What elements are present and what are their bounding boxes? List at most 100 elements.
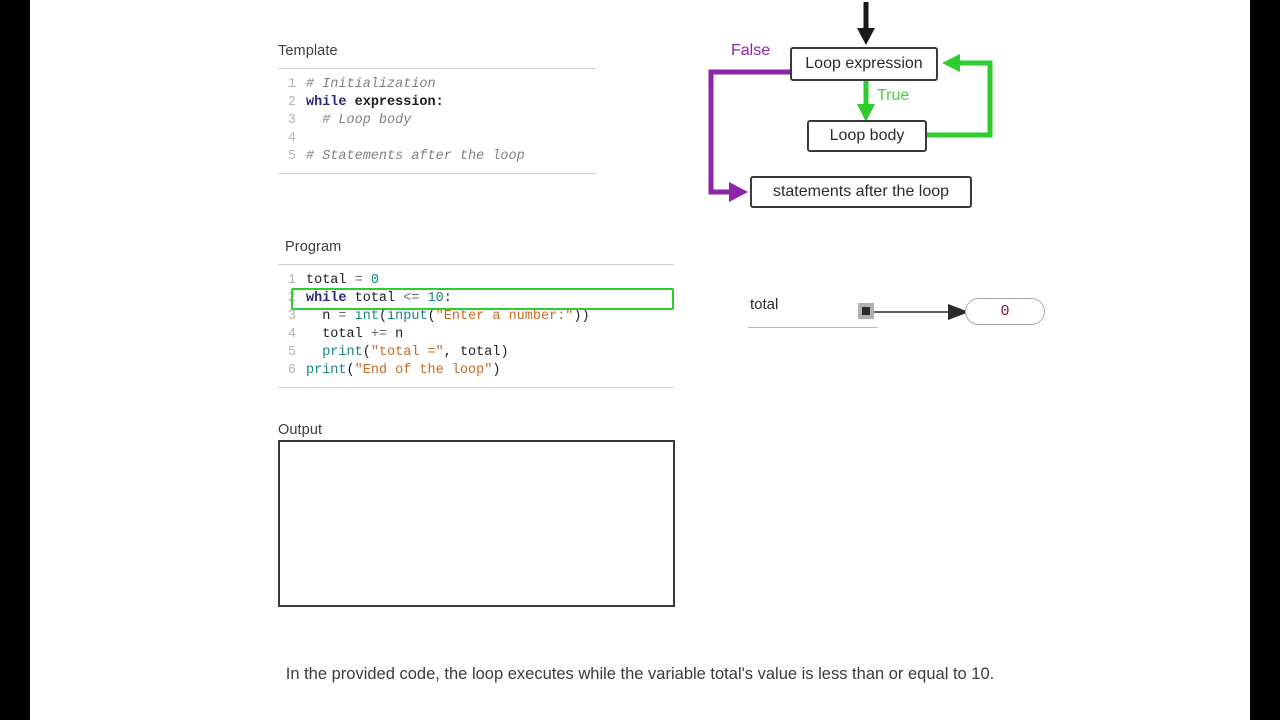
program-line[interactable]: 3 n = int(input("Enter a number:")) [278,308,674,326]
program-line-text: print("End of the loop") [296,362,500,380]
code-token: += [370,327,388,342]
code-token: ( [427,309,436,324]
program-rule-bottom [278,387,674,388]
code-token: : [435,95,444,110]
code-token: n [387,327,404,342]
flowchart-connectors [708,2,993,202]
code-token: total [354,291,396,306]
code-token: int [354,309,379,324]
code-token: while [306,95,347,110]
program-line-number: 1 [287,273,296,288]
template-line-number: 2 [287,95,296,110]
code-token: )) [573,309,590,324]
slide-caption: In the provided code, the loop executes … [285,665,995,683]
true-path-arrow [857,80,875,122]
code-token: print [306,363,347,378]
code-token: ) [492,363,501,378]
code-token: = [354,273,363,288]
template-line-text: while expression: [296,94,444,112]
code-token [419,291,427,306]
program-line-number: 5 [287,345,296,360]
letterbox-right [1250,0,1280,720]
template-line[interactable]: 4 [278,130,596,148]
code-token: , total) [443,345,509,360]
code-token: n [306,309,339,324]
code-token: expression [354,95,436,110]
code-token [306,345,322,360]
loop-back-path-arrow [927,54,993,138]
code-token: "End of the loop" [354,363,493,378]
variable-name-total: total [750,296,779,313]
code-token [347,273,355,288]
code-token: 0 [370,273,379,288]
code-token: # Statements after the loop [306,149,525,164]
variable-slot-dot [862,307,870,315]
template-line[interactable]: 3 # Loop body [278,112,596,130]
variable-slot-marker [858,303,874,319]
false-path-arrow [708,69,790,202]
program-line-text: total = 0 [296,272,379,290]
template-rule-bottom [278,173,596,174]
code-token [347,291,355,306]
code-token: while [306,291,347,306]
template-section-label: Template [278,43,338,59]
template-line-text: # Loop body [296,112,411,130]
letterbox-left [0,0,30,720]
program-line[interactable]: 4 total += n [278,326,674,344]
program-line-text: print("total =", total) [296,344,509,362]
code-token: = [338,309,347,324]
code-token: # Initialization [306,77,436,92]
output-section-label: Output [278,422,323,438]
program-line-text: n = int(input("Enter a number:")) [296,308,590,326]
template-line-number: 4 [287,131,296,146]
code-token: total [306,273,347,288]
program-line-text: while total <= 10: [296,290,452,308]
code-token [347,95,355,110]
variable-underline [748,327,878,328]
output-console[interactable] [278,440,675,607]
code-token: ( [378,309,388,324]
variable-value-box-total: 0 [965,298,1045,325]
template-rule-top [278,68,596,69]
code-token [363,273,371,288]
template-line-number: 5 [287,149,296,164]
program-section-label: Program [285,239,342,255]
code-token [347,309,355,324]
program-line[interactable]: 5 print("total =", total) [278,344,674,362]
code-token: print [322,345,363,360]
code-token: 10 [427,291,444,306]
program-line-number: 2 [287,291,296,306]
template-line[interactable]: 5 # Statements after the loop [278,148,596,166]
flow-box-statements-after-loop[interactable]: statements after the loop [750,176,972,208]
flow-box-loop-expression[interactable]: Loop expression [790,47,938,81]
template-line-number: 3 [287,113,296,128]
flow-label-false: False [731,42,771,59]
code-token: "Enter a number:" [435,309,574,324]
program-line-number: 4 [287,327,296,342]
program-line-number: 6 [287,363,296,378]
code-token: <= [403,291,420,306]
template-line-number: 1 [287,77,296,92]
template-line-text: # Statements after the loop [296,148,525,166]
code-token: total [306,327,371,342]
code-token: "total =" [370,345,444,360]
code-token: ( [346,363,355,378]
flow-box-loop-body[interactable]: Loop body [807,120,927,152]
code-token: # Loop body [306,113,412,128]
flow-label-true: True [877,87,910,104]
template-line[interactable]: 1 # Initialization [278,76,596,94]
entry-arrow-icon [857,2,875,45]
program-line-number: 3 [287,309,296,324]
code-token: input [387,309,428,324]
program-rule-top [278,264,674,265]
